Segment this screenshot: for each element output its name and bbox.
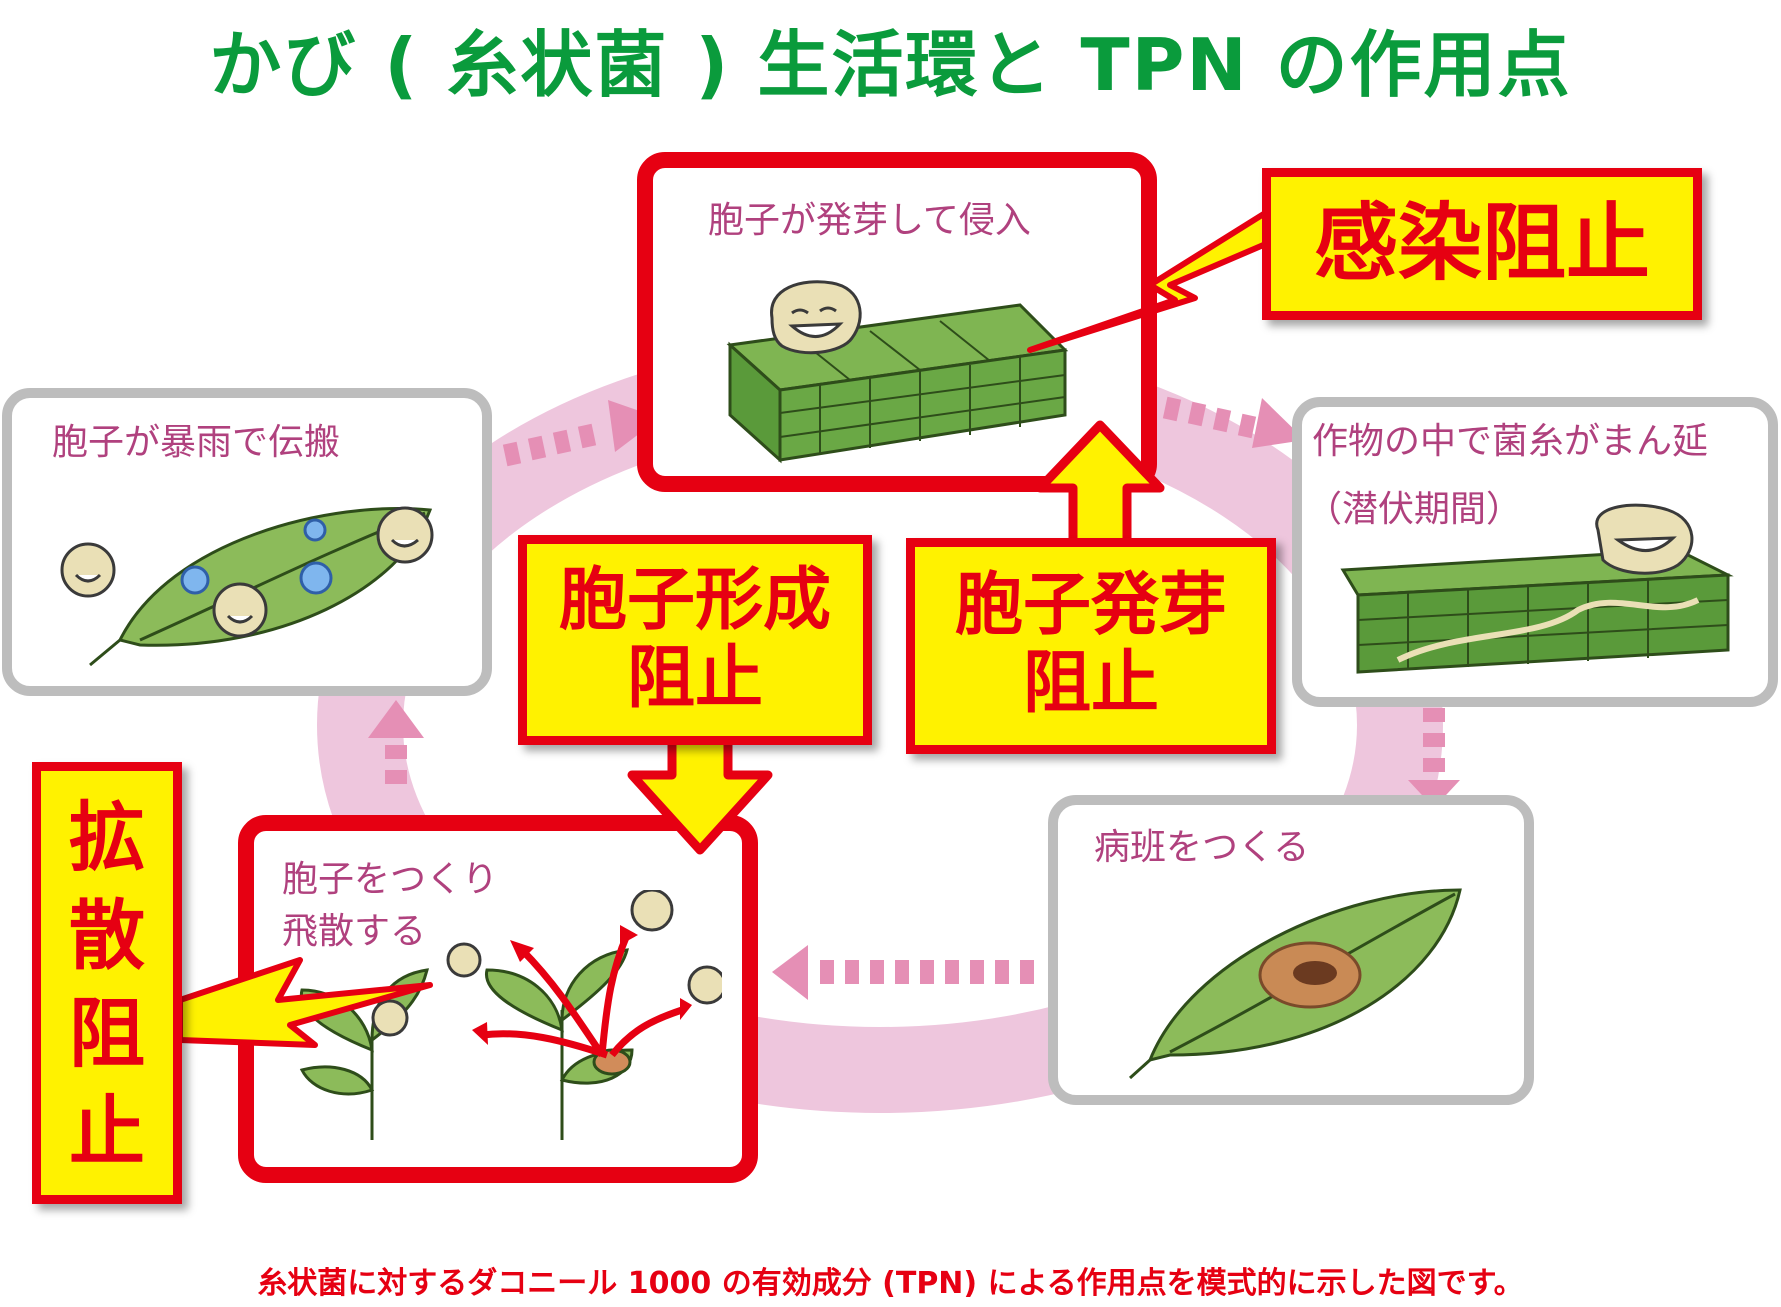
water-drop-icon [303,518,327,542]
callout-dispersal-char-4: 止 [69,1087,145,1176]
callout-spore-germination: 胞子発芽 阻止 [906,538,1276,754]
plant-sprout-icon [299,890,722,1140]
dispersal-arrow-icon [481,933,684,1059]
stage-mycelium-label-1: 作物の中で菌糸がまん延 [1312,421,1709,462]
callout-dispersal-char-1: 拡 [69,793,145,882]
stage-sporulation-box [238,815,758,1183]
dotted-arrow-icon [502,400,660,467]
callout-infection-text: 感染阻止 [1313,194,1650,292]
diagram-title: かび ( 糸状菌 ) 生活環と TPN の作用点 [209,23,1572,107]
plant-cell-block-icon [1340,503,1734,674]
callout-spore-formation: 胞子形成 阻止 [518,535,872,745]
dotted-arrow-icon [1408,708,1460,808]
leaf-icon [1128,888,1462,1080]
dotted-arrow-icon [772,945,1034,1000]
stage-germination-label: 胞子が発芽して侵入 [708,200,1031,241]
callout-spore-formation-line1: 胞子形成 [558,561,831,640]
callout-spore-germination-line2: 阻止 [1022,644,1159,723]
water-drop-icon [180,565,210,595]
stage-lesion-label: 病班をつくる [1094,827,1310,868]
plant-cell-block-icon [726,303,1069,464]
callout-spore-formation-line2: 阻止 [626,639,763,718]
callout-dispersal-char-2: 散 [69,891,145,980]
spore-face-icon [770,280,862,355]
callout-spore-germination-line1: 胞子発芽 [954,566,1227,645]
stage-sporulation-label-2: 飛散する [282,911,427,952]
leaf-icon [60,506,434,667]
stage-mycelium-label-2: （潜伏期間） [1306,489,1523,530]
spore-face-icon [60,506,434,638]
spore-face-icon [1595,503,1694,575]
callout-infection: 感染阻止 [1262,168,1702,320]
diagram-caption: 糸状菌に対するダコニール 1000 の有効成分 (TPN) による作用点を模式的… [257,1266,1524,1301]
stage-spread-rain-label: 胞子が暴雨で伝搬 [52,422,341,463]
callout-dispersal: 拡 散 阻 止 [32,762,182,1204]
dotted-arrow-icon [1162,396,1305,448]
dotted-arrow-icon [368,700,424,784]
spore-face-icon [371,890,722,1037]
callout-dispersal-char-3: 阻 [69,989,145,1078]
stage-sporulation-label-1: 胞子をつくり [282,859,499,900]
water-drop-icon [299,561,333,595]
